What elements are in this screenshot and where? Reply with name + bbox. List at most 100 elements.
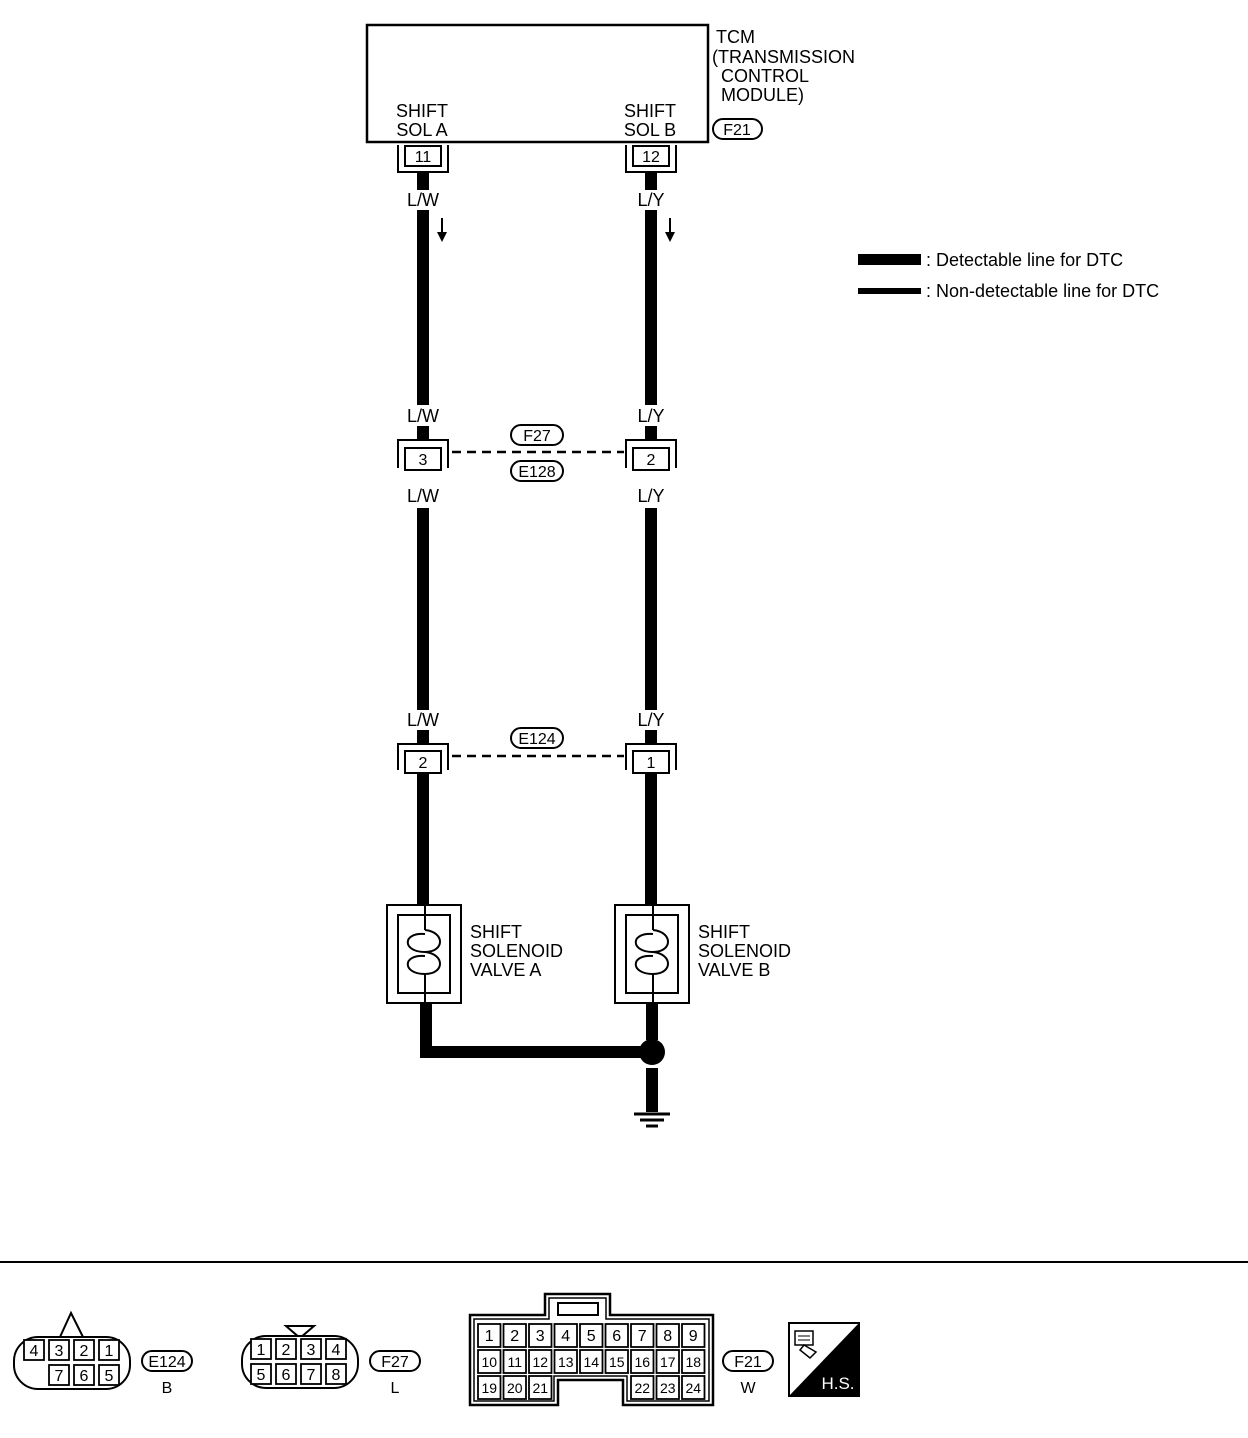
e124-view-id: E124 [148,1354,185,1371]
f21-pin: 24 [685,1380,701,1396]
connector-view-e124: 4 3 2 1 7 6 5 E124 B [13,1310,193,1397]
f21-pin-cell [655,1375,680,1400]
tcm-name-line-4: MODULE) [716,85,804,105]
e124-pin: 1 [105,1343,114,1360]
f21-pin-cell [477,1323,502,1348]
f21-pin: 5 [587,1328,596,1345]
f27-pin: 1 [257,1342,266,1359]
f21-pin: 11 [507,1354,522,1370]
joint2-pin-b: 1 [647,755,656,772]
f21-pin: 1 [485,1328,494,1345]
wire-b-label-1: L/Y [637,190,664,210]
f21-view-color: W [740,1380,756,1397]
f27-pin: 3 [307,1342,316,1359]
f21-pin-cell [528,1323,553,1348]
f21-pin-cell [681,1349,706,1374]
joint-connector-e124: 2 1 E124 [397,727,677,774]
f21-pin: 3 [536,1328,545,1345]
f21-pin-cell [604,1349,629,1374]
e124-pin: 4 [30,1343,39,1360]
f21-pin: 2 [510,1328,519,1345]
f27-pin: 4 [332,1342,341,1359]
e124-pin: 5 [105,1368,114,1385]
f21-pin: 8 [663,1328,672,1345]
f27-pin: 7 [307,1367,316,1384]
e124-view-color: B [162,1380,173,1397]
legend-thin-text: : Non-detectable line for DTC [926,281,1159,301]
f21-pin-cell [477,1349,502,1374]
f21-pin-cell [502,1375,527,1400]
wire-b-label-3: L/Y [637,486,664,506]
wire-b-label-2: L/Y [637,406,664,426]
joint1-connector-bottom: E128 [518,464,555,481]
f27-view-id: F27 [381,1354,409,1371]
tcm-name-line-1: TCM [716,27,755,47]
f21-pin-cell [502,1323,527,1348]
hs-badge: H.S. [788,1322,860,1397]
solenoid-valve-b: SHIFT SOLENOID VALVE B [614,904,791,1004]
joint1-pin-b: 2 [647,452,656,469]
joint1-connector-top: F27 [523,428,551,445]
solenoid-b-label-1: SHIFT [698,922,750,942]
f27-pin: 2 [282,1342,291,1359]
f21-pin: 19 [481,1380,497,1396]
e124-pin: 3 [55,1343,64,1360]
f21-pin: 4 [561,1328,570,1345]
signal-arrow-a [437,218,447,242]
solenoid-b-label-2: SOLENOID [698,941,791,961]
f21-pin: 7 [638,1328,647,1345]
solenoid-a-label-3: VALVE A [470,960,541,980]
f21-pin-cell [681,1323,706,1348]
e124-pin: 2 [80,1343,89,1360]
wire-a-label-1: L/W [407,190,439,210]
tcm-terminal-b-label-1: SHIFT [624,101,676,121]
tcm-terminal-a: 11 [397,145,449,173]
f21-pin-cell [528,1349,553,1374]
f21-pin-cell [630,1323,655,1348]
tcm-name-line-3: CONTROL [716,66,809,86]
f21-pin-cell [528,1375,553,1400]
f21-view-id: F21 [734,1354,762,1371]
joint2-pin-a: 2 [419,755,428,772]
f21-pin: 10 [481,1354,497,1370]
f21-pin-cell [553,1323,578,1348]
tcm-connector-id: F21 [723,122,751,139]
joint2-connector: E124 [518,731,555,748]
f21-pin: 12 [532,1354,548,1370]
wire-a-label-2: L/W [407,406,439,426]
tcm-pin-b: 12 [642,149,660,166]
legend: : Detectable line for DTC : Non-detectab… [858,250,1159,301]
f21-pin: 6 [612,1328,621,1345]
f21-pin-cell [681,1375,706,1400]
hs-badge-text: H.S. [821,1374,854,1393]
f21-pin-cell [630,1349,655,1374]
f27-pin: 6 [282,1367,291,1384]
legend-thick-line [858,254,921,265]
f21-pin: 15 [609,1354,625,1370]
f21-pin: 13 [558,1354,574,1370]
tcm-terminal-b-label-2: SOL B [624,120,676,140]
tcm-terminal-a-label-2: SOL A [396,120,447,140]
legend-thick-text: : Detectable line for DTC [926,250,1123,270]
f27-pin: 8 [332,1367,341,1384]
f21-pin-cell [502,1349,527,1374]
solenoid-a-label-1: SHIFT [470,922,522,942]
ground-icon [634,1112,670,1128]
joint1-pin-a: 3 [419,452,428,469]
f21-pin: 20 [507,1380,523,1396]
solenoid-a-label-2: SOLENOID [470,941,563,961]
f21-pin: 22 [634,1380,650,1396]
f21-pin-cell [579,1323,604,1348]
f21-pin: 23 [660,1380,676,1396]
f21-pin: 14 [583,1354,599,1370]
legend-thin-line [858,288,921,294]
f21-pin-cell [630,1375,655,1400]
f21-pin: 9 [689,1328,698,1345]
f21-pin-cell [655,1323,680,1348]
wire-a-label-4: L/W [407,710,439,730]
f21-pin-cell [604,1323,629,1348]
f21-pin: 18 [685,1354,701,1370]
tcm-pin-a: 11 [415,149,432,166]
